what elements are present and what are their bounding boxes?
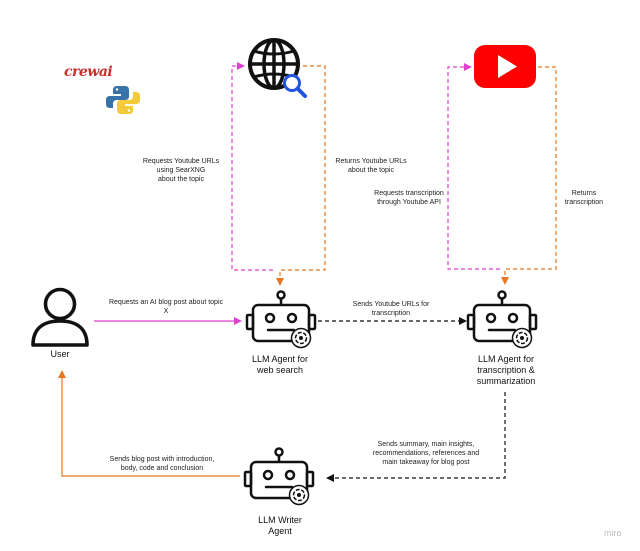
edge-web-to-search: [276, 65, 326, 286]
edge-label-web-to-search: Returns Youtube URLs about the topic: [331, 157, 411, 175]
edge-label-line: Returns: [571, 190, 597, 197]
search-agent-label-line: web search: [256, 365, 304, 375]
edge-label-line: Returns Youtube URLs: [335, 158, 407, 165]
edge-label-line: Requests an AI blog post about topic: [108, 299, 224, 306]
edge-writer-to-user: [58, 370, 240, 477]
edge-label-line: recommendations, references and: [372, 450, 480, 457]
writer-agent-label: LLM Writer Agent: [230, 515, 330, 537]
edge-label-line: Sends Youtube URLs for: [352, 301, 430, 308]
edge-label-line: X: [163, 308, 169, 315]
miro-watermark: miro: [604, 528, 622, 538]
python-logo-icon: [106, 86, 140, 114]
edge-transcription-to-youtube: [447, 63, 500, 270]
youtube-icon: [474, 45, 536, 88]
writer-agent-robot-icon: [243, 447, 315, 506]
edge-label-line: about the topic: [348, 167, 394, 174]
edge-label-line: transcription: [564, 199, 604, 206]
transcription-agent-label-line: summarization: [476, 376, 536, 386]
edge-label-line: about the topic: [158, 176, 204, 183]
edge-label-line: Sends summary, main insights,: [377, 441, 475, 448]
edge-youtube-to-transcription: [501, 66, 557, 285]
edge-label-line: using SearXNG: [156, 167, 206, 174]
edge-label-line: body, code and conclusion: [120, 465, 204, 472]
writer-agent-label-line: Agent: [268, 526, 292, 536]
transcription-agent-label-line: transcription &: [477, 365, 535, 375]
search-agent-label-line: LLM Agent for: [251, 354, 309, 364]
edge-label-line: Requests transcription: [374, 190, 444, 197]
edge-label-search-to-transcription: Sends Youtube URLs for transcription: [336, 300, 446, 318]
edge-label-transcription-to-writer: Sends summary, main insights, recommenda…: [360, 440, 492, 467]
edge-transcription-to-writer: [326, 392, 506, 482]
edge-label-transcription-to-youtube: Requests transcription through Youtube A…: [364, 189, 454, 207]
globe-search-icon: [248, 38, 307, 98]
edge-label-user-to-search: Requests an AI blog post about topic X: [96, 298, 236, 316]
edge-label-writer-to-user: Sends blog post with introduction, body,…: [94, 455, 230, 473]
writer-agent-label-line: LLM Writer: [258, 515, 302, 525]
search-agent-robot-icon: [245, 290, 317, 349]
edge-label-search-to-web: Requests Youtube URLs using SearXNG abou…: [136, 157, 226, 184]
edge-label-line: transcription: [371, 310, 411, 317]
edge-label-line: main takeaway for blog post: [382, 459, 470, 466]
edge-label-line: through Youtube API: [377, 199, 441, 206]
crewai-logo: crewai: [64, 64, 113, 80]
user-label: User: [50, 349, 70, 359]
transcription-agent-label-line: LLM Agent for: [477, 354, 535, 364]
edge-label-youtube-to-transcription: Returns transcription: [558, 189, 610, 207]
user-icon: [31, 287, 89, 347]
transcription-agent-label: LLM Agent for transcription & summarizat…: [456, 354, 556, 387]
edge-search-to-web: [231, 62, 273, 271]
edge-label-line: Sends blog post with introduction,: [109, 456, 215, 463]
edge-label-line: Requests Youtube URLs: [142, 158, 220, 165]
transcription-agent-robot-icon: [466, 290, 538, 349]
search-agent-label: LLM Agent for web search: [230, 354, 330, 376]
